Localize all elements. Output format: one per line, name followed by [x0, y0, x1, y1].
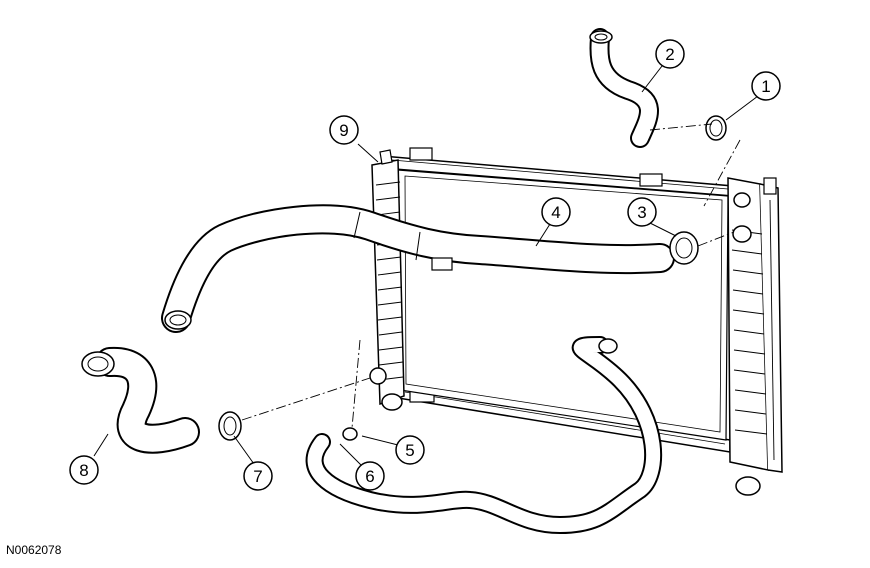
callout-2-label: 2: [665, 45, 674, 64]
clamp-1: [705, 115, 727, 141]
callout-3: 3: [627, 197, 657, 227]
figure-reference-code: N0062078: [6, 543, 62, 557]
clamp-3: [669, 231, 699, 265]
callout-4-label: 4: [551, 203, 560, 222]
callout-3-label: 3: [637, 203, 646, 222]
callout-2: 2: [655, 39, 685, 69]
clamp-5: [342, 427, 358, 441]
hose-4: [161, 204, 675, 333]
callout-7-label: 7: [253, 467, 262, 486]
callout-8: 8: [69, 455, 99, 485]
leader-lines: [93, 65, 759, 467]
clamp-7: [218, 411, 242, 441]
hose-6: [305, 336, 663, 535]
callout-4: 4: [541, 197, 571, 227]
callout-5-label: 5: [405, 441, 414, 460]
center-lines: [241, 123, 741, 429]
callout-6: 6: [355, 461, 385, 491]
callout-9: 9: [329, 115, 359, 145]
callout-7: 7: [243, 461, 273, 491]
callout-1-label: 1: [761, 77, 770, 96]
callout-9-label: 9: [339, 121, 348, 140]
callout-8-label: 8: [79, 461, 88, 480]
callout-6-label: 6: [365, 467, 374, 486]
callout-5: 5: [395, 435, 425, 465]
radiator: [369, 147, 783, 496]
callout-1: 1: [751, 71, 781, 101]
hose-8: [81, 346, 200, 454]
hose-2: [589, 28, 659, 148]
